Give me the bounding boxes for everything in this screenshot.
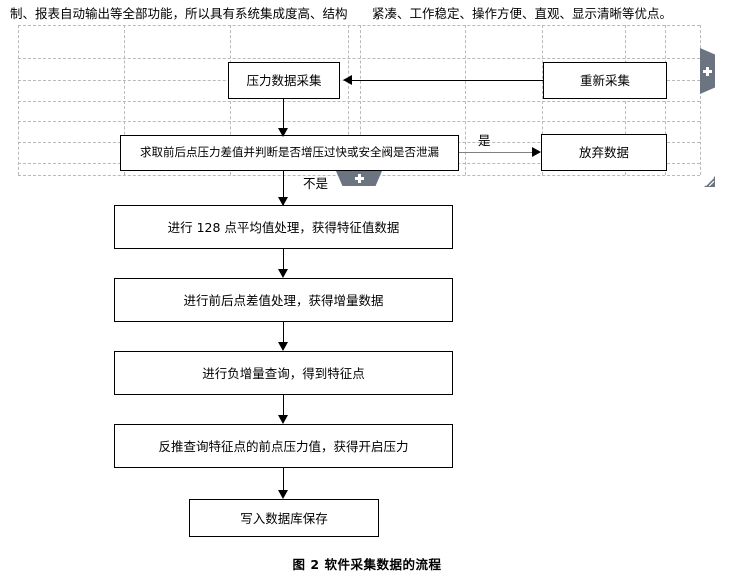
gridline-h [18, 121, 700, 122]
connector-backtrack-to-save [283, 468, 284, 497]
arrowhead-right [532, 147, 541, 157]
flow-node-save[interactable]: 写入数据库保存 [189, 499, 379, 537]
gridline-v [542, 25, 543, 175]
gridline-h [18, 58, 700, 59]
flow-node-reacquire[interactable]: 重新采集 [543, 62, 667, 99]
insert-row-button[interactable] [336, 171, 382, 186]
table-resize-handle[interactable] [703, 173, 716, 187]
gridline-v [360, 25, 361, 175]
flow-node-delta[interactable]: 进行前后点差值处理，获得增量数据 [114, 278, 453, 322]
flow-node-discard[interactable]: 放弃数据 [541, 134, 667, 171]
arrowhead-down [278, 490, 288, 499]
gridline-h [18, 25, 700, 26]
gridline-h [18, 101, 700, 102]
gridline-v [465, 25, 466, 175]
connector-average-to-delta [283, 249, 284, 276]
arrowhead-down [278, 128, 288, 137]
flow-node-negative[interactable]: 进行负增量查询，得到特征点 [114, 351, 453, 395]
resize-grip-icon [704, 176, 715, 187]
gridline-v [625, 25, 626, 175]
body-paragraph-left: 制、报表自动输出等全部功能，所以具有系统集成度高、结构 [10, 6, 348, 21]
flow-node-acquire[interactable]: 压力数据采集 [228, 62, 340, 99]
body-paragraph-right: 紧凑、工作稳定、操作方便、直观、显示清晰等优点。 [372, 6, 673, 21]
connector-decision-to-average [283, 170, 284, 205]
gridline-v [348, 25, 349, 175]
connector-reacquire-to-acquire [345, 80, 543, 81]
gridline-v [665, 25, 666, 175]
arrowhead-down [278, 197, 288, 206]
gridline-v [124, 25, 125, 175]
flow-node-average[interactable]: 进行 128 点平均值处理，获得特征值数据 [114, 205, 453, 249]
connector-negative-to-backtrack [283, 395, 284, 422]
arrowhead-down [278, 269, 288, 278]
flow-node-backtrack[interactable]: 反推查询特征点的前点压力值，获得开启压力 [114, 424, 453, 468]
plus-icon [354, 173, 364, 183]
gridline-v [18, 25, 19, 175]
insert-column-button[interactable] [700, 48, 715, 94]
gridline-v [230, 25, 231, 175]
gridline-v [700, 25, 701, 175]
connector-decision-to-discard [454, 152, 540, 153]
arrowhead-down [278, 415, 288, 424]
plus-icon [703, 66, 712, 76]
figure-caption: 图 2 软件采集数据的流程 [292, 557, 442, 572]
branch-label-yes: 是 [478, 133, 491, 148]
arrowhead-down [278, 342, 288, 351]
connector-delta-to-negative [283, 322, 284, 349]
connector-acquire-to-decision [283, 99, 284, 135]
flow-node-decision[interactable]: 求取前后点压力差值并判断是否增压过快或安全阀是否泄漏 [120, 135, 459, 171]
branch-label-no: 不是 [303, 176, 329, 191]
arrowhead-left [343, 75, 352, 85]
